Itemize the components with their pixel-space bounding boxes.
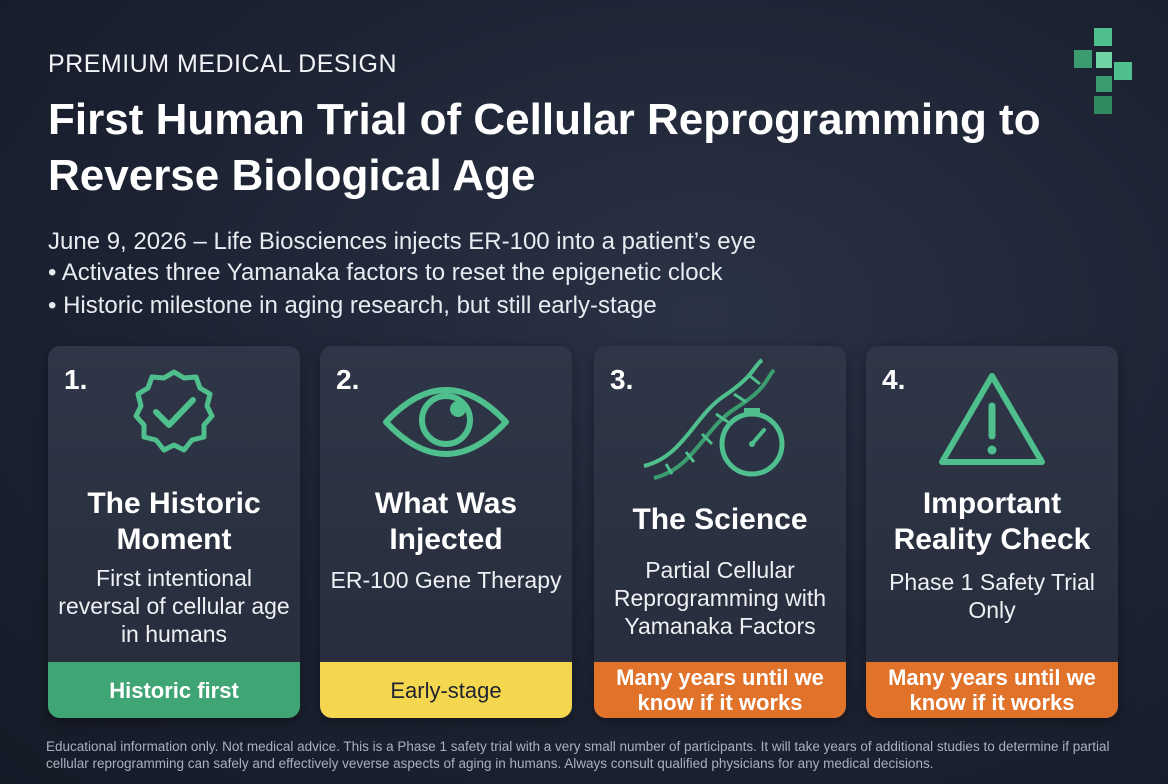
- status-badge: Early-stage: [320, 662, 572, 718]
- subline-bullet-2: • Historic milestone in aging research, …: [48, 292, 657, 319]
- kicker-label: PREMIUM MEDICAL DESIGN: [48, 50, 398, 78]
- card-description: Phase 1 Safety Trial Only: [889, 569, 1095, 623]
- green-pixel-cross-logo: [1074, 28, 1132, 114]
- card-number: 1.: [64, 364, 88, 395]
- eye-icon: [383, 387, 509, 457]
- card-description: Partial Cellular Reprogramming with Yama…: [613, 557, 827, 639]
- card-heading: The Science: [632, 503, 808, 536]
- status-badge: Many years until we know if it works: [594, 662, 846, 718]
- card-historic-moment: 1. The Historic Moment First intentional…: [48, 346, 300, 718]
- card-heading: The Historic Moment: [87, 487, 261, 556]
- card-description: ER-100 Gene Therapy: [330, 567, 562, 593]
- dna-clock-icon: [643, 358, 785, 480]
- disclaimer-text: Educational information only. Not medica…: [46, 739, 1110, 771]
- page-title: First Human Trial of Cellular Reprogramm…: [48, 95, 1041, 200]
- card-number: 2.: [336, 364, 360, 395]
- status-badge: Historic first: [48, 662, 300, 718]
- subline-bullet-1: • Activates three Yamanaka factors to re…: [48, 259, 723, 286]
- card-what-was-injected: 2. What Was Injected ER-100 Gene Therapy…: [320, 346, 572, 718]
- card-number: 3.: [610, 364, 634, 395]
- card-reality-check: 4. Important Reality Check Phase 1 Safet…: [866, 346, 1118, 718]
- card-the-science: 3. The Science Partial Cellular Reprogra…: [594, 346, 846, 718]
- card-description: First intentional reversal of cellular a…: [58, 565, 290, 647]
- warning-triangle-icon: [939, 373, 1045, 465]
- card-heading: Important Reality Check: [893, 487, 1091, 556]
- subline-date: June 9, 2026 – Life Biosciences injects …: [48, 228, 756, 255]
- card-heading: What Was Injected: [374, 487, 518, 556]
- verified-badge-check-icon: [133, 369, 215, 453]
- status-badge: Many years until we know if it works: [866, 662, 1118, 718]
- card-number: 4.: [882, 364, 906, 395]
